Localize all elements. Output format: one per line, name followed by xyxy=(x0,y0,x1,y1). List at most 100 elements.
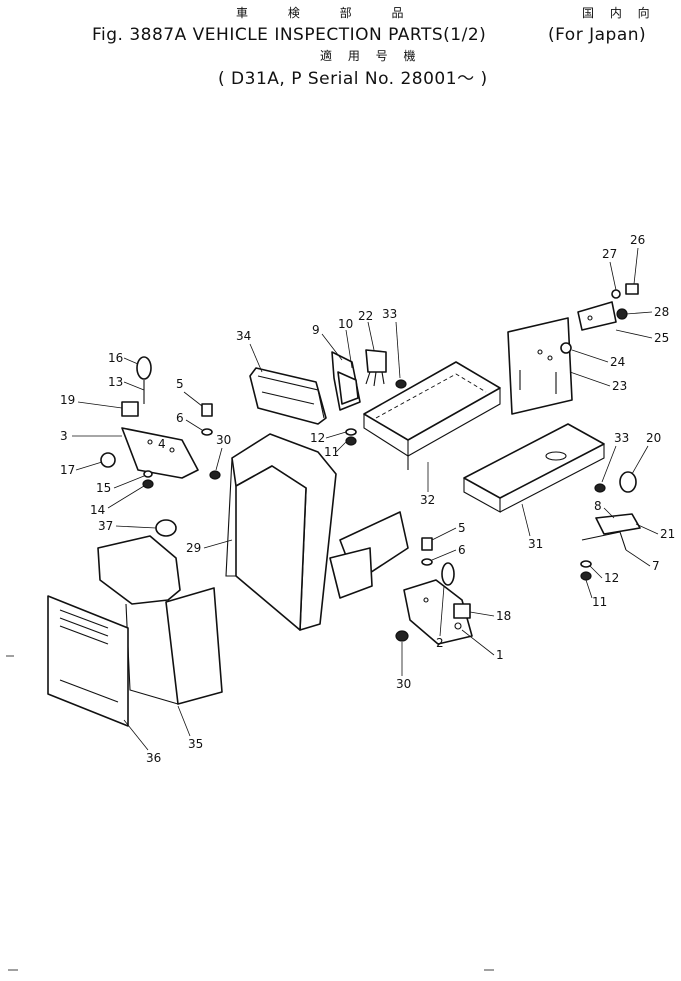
callout-22: 22 xyxy=(358,309,375,351)
part-drawings xyxy=(47,283,641,727)
callout-16: 16 xyxy=(108,351,139,365)
callout-5b: 5 xyxy=(431,521,466,541)
callout-1: 1 xyxy=(461,629,504,662)
part-30-nut-a xyxy=(209,470,221,480)
part-34-cover xyxy=(249,367,327,425)
part-4-bracket xyxy=(121,427,199,479)
callout-11b: 11 xyxy=(585,579,607,609)
part-26-27-28-fasteners xyxy=(611,283,639,320)
callout-12a: 12 xyxy=(310,431,347,445)
callout-number: 36 xyxy=(146,751,161,765)
callout-number: 8 xyxy=(594,499,602,513)
callout-2: 2 xyxy=(436,585,445,650)
callout-20: 20 xyxy=(631,431,661,475)
part-18-switch xyxy=(453,603,471,619)
callout-number: 34 xyxy=(236,329,251,343)
part-22-relay xyxy=(365,349,387,387)
callout-24: 24 xyxy=(571,349,625,369)
part-29-housing xyxy=(225,433,409,631)
callout-number: 31 xyxy=(528,537,543,551)
callout-number: 29 xyxy=(186,541,201,555)
callout-34: 34 xyxy=(236,329,263,373)
callout-12b: 12 xyxy=(589,565,619,585)
part-33-nut-b xyxy=(594,483,606,493)
callout-number: 14 xyxy=(90,503,105,517)
callout-number: 24 xyxy=(610,355,625,369)
callout-number: 18 xyxy=(496,609,511,623)
callout-4: 4 xyxy=(158,437,166,451)
part-5-6-bolt-a xyxy=(201,403,213,436)
part-2-key xyxy=(441,562,455,586)
part-30-nut-b xyxy=(395,630,409,642)
callout-7: 7 xyxy=(625,549,660,573)
part-21-bracket xyxy=(581,513,641,551)
part-1-bracket xyxy=(403,579,473,645)
callout-26: 26 xyxy=(630,233,645,285)
callout-number: 1 xyxy=(496,648,504,662)
part-9-bracket xyxy=(331,351,361,411)
callout-3: 3 xyxy=(60,429,122,443)
part-37-cap xyxy=(155,519,177,537)
part-24-bushing xyxy=(560,342,572,354)
part-19-switch xyxy=(121,401,139,417)
callout-number: 15 xyxy=(96,481,111,495)
callout-number: 35 xyxy=(188,737,203,751)
part-36-panel-plate xyxy=(47,595,129,727)
callout-number: 33 xyxy=(614,431,629,445)
callout-number: 25 xyxy=(654,331,669,345)
callout-number: 22 xyxy=(358,309,373,323)
callout-number: 23 xyxy=(612,379,627,393)
callout-33a: 33 xyxy=(382,307,401,379)
title-jp-line1: 車 検 部 品 xyxy=(236,5,421,20)
callout-28: 28 xyxy=(625,305,669,319)
title-jp-line2: 適 用 号 機 xyxy=(320,48,421,63)
callouts: 1 2 3 4 5 5 6 6 7 8 9 10 11 11 12 12 13 … xyxy=(60,233,675,765)
callout-30a: 30 xyxy=(215,433,231,471)
callout-18: 18 xyxy=(469,609,511,623)
callout-number: 32 xyxy=(420,493,435,507)
callout-31: 31 xyxy=(521,503,543,551)
title-serial: ( D31A, P Serial No. 28001～ ) xyxy=(218,69,488,89)
callout-6b: 6 xyxy=(431,543,466,561)
callout-number: 17 xyxy=(60,463,75,477)
callout-number: 11 xyxy=(592,595,607,609)
callout-number: 12 xyxy=(310,431,325,445)
callout-number: 16 xyxy=(108,351,123,365)
callout-number: 12 xyxy=(604,571,619,585)
callout-number: 11 xyxy=(324,445,339,459)
part-12-11-fasteners-b xyxy=(580,560,592,581)
part-25-bracket xyxy=(577,301,617,331)
callout-15: 15 xyxy=(96,475,145,495)
callout-number: 27 xyxy=(602,247,617,261)
callout-number: 6 xyxy=(176,411,184,425)
callout-9: 9 xyxy=(312,323,343,361)
callout-number: 5 xyxy=(458,521,466,535)
callout-35: 35 xyxy=(177,705,203,751)
callout-number: 20 xyxy=(646,431,661,445)
callout-number: 7 xyxy=(652,559,660,573)
callout-29: 29 xyxy=(186,539,233,555)
callout-13: 13 xyxy=(108,375,145,391)
callout-number: 33 xyxy=(382,307,397,321)
part-23-plate xyxy=(507,317,573,415)
callout-5a: 5 xyxy=(176,377,203,407)
title-block: 車 検 部 品 国 内 向 Fig. 3887A VEHICLE INSPECT… xyxy=(92,5,650,89)
part-16-key xyxy=(136,356,152,404)
part-12-11-fasteners-a xyxy=(345,428,357,446)
callout-number: 28 xyxy=(654,305,669,319)
callout-number: 3 xyxy=(60,429,68,443)
part-5-6-bolt-b xyxy=(421,537,433,566)
part-17-knob xyxy=(100,452,116,468)
callout-number: 9 xyxy=(312,323,320,337)
callout-11a: 11 xyxy=(324,441,347,459)
callout-number: 6 xyxy=(458,543,466,557)
callout-32: 32 xyxy=(420,462,435,507)
part-33-nut-a xyxy=(395,379,407,389)
callout-number: 13 xyxy=(108,375,123,389)
callout-number: 37 xyxy=(98,519,113,533)
callout-number: 4 xyxy=(158,437,166,451)
callout-number: 26 xyxy=(630,233,645,247)
part-31-floor-plate xyxy=(463,423,605,513)
callout-number: 30 xyxy=(396,677,411,691)
